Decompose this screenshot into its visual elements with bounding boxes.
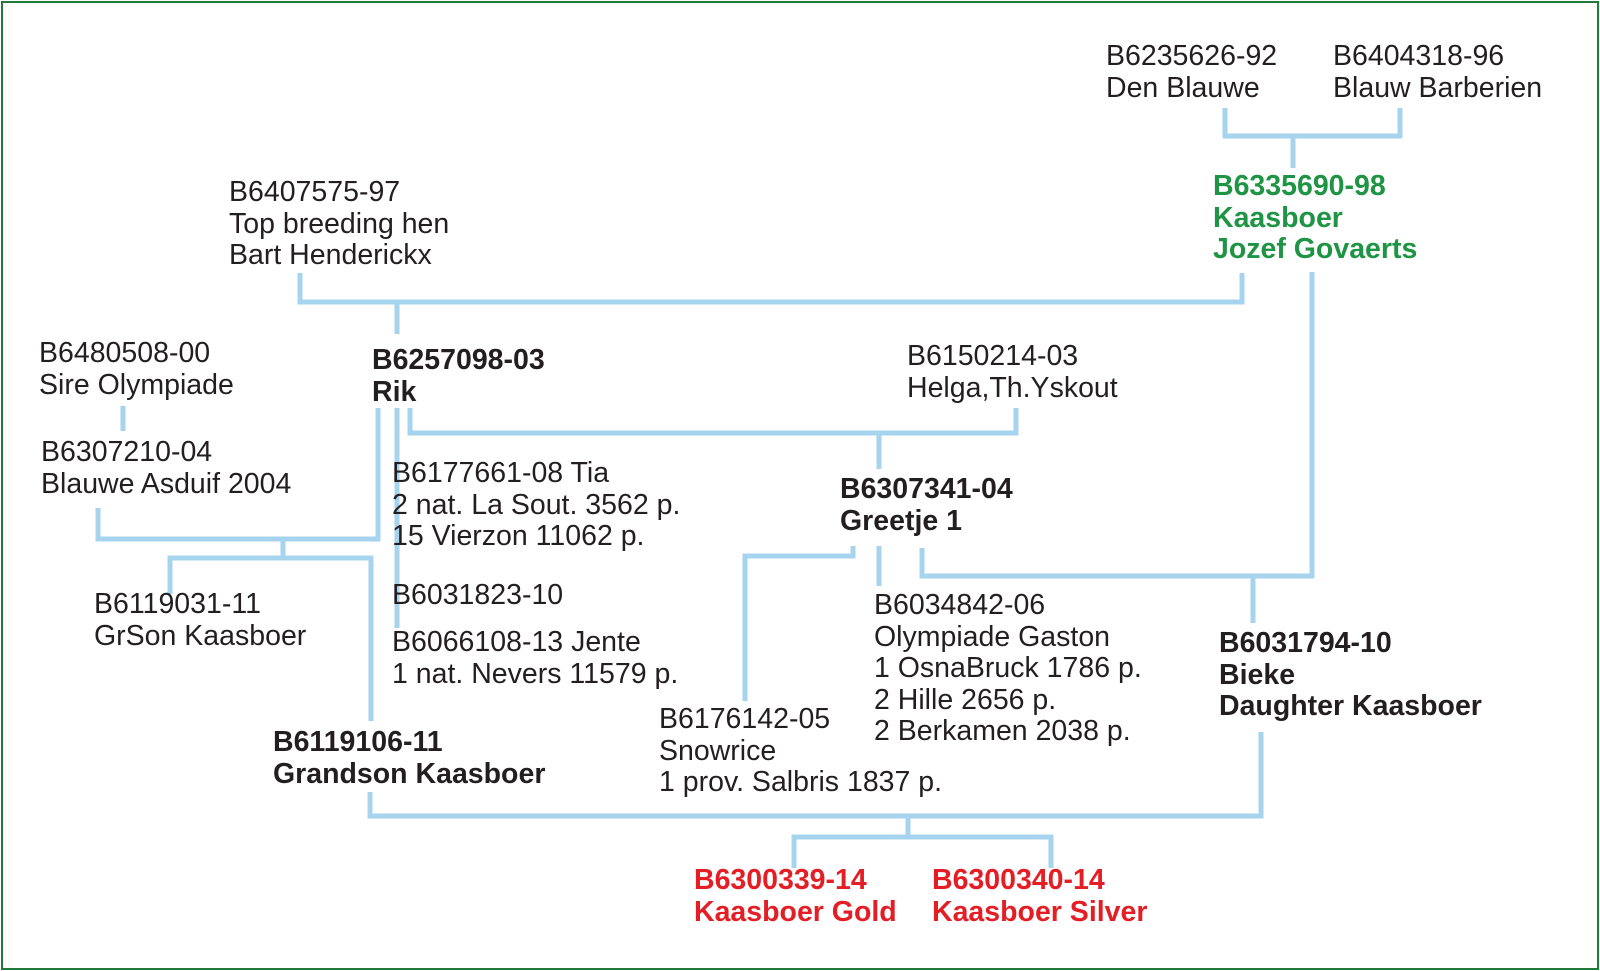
node-kaasboer-silver: B6300340-14 Kaasboer Silver: [932, 864, 1148, 928]
connector-grandsons-bar: [167, 555, 374, 721]
node-den-blauwe: B6235626-92 Den Blauwe: [1106, 40, 1278, 104]
connector-greetje-snowrice: [742, 546, 856, 701]
node-greetje: B6307341-04 Greetje 1: [840, 473, 1013, 537]
node-blauwe-asduif: B6307210-04 Blauwe Asduif 2004: [41, 436, 292, 500]
node-top-breeding-hen: B6407575-97 Top breeding hen Bart Hender…: [229, 176, 450, 271]
node-snowrice: B6176142-05 Snowrice 1 prov. Salbris 183…: [659, 703, 943, 798]
connector-asduif-rik: [95, 408, 381, 542]
connector-den-blauwe-barberien: [1222, 108, 1403, 139]
node-bieke: B6031794-10 Bieke Daughter Kaasboer: [1219, 627, 1482, 722]
node-jente: B6066108-13 Jente 1 nat. Nevers 11579 p.: [392, 626, 679, 690]
node-tia: B6177661-08 Tia 2 nat. La Sout. 3562 p. …: [392, 457, 681, 552]
connector-offspring-bar: [791, 834, 1054, 868]
node-olympiade-gaston: B6034842-06 Olympiade Gaston 1 OsnaBruck…: [874, 589, 1142, 747]
node-kaasboer-gold: B6300339-14 Kaasboer Gold: [694, 864, 897, 928]
node-sire-olympiade: B6480508-00 Sire Olympiade: [39, 337, 234, 401]
node-grandson-kaasboer: B6119106-11 Grandson Kaasboer: [273, 726, 546, 790]
node-helga: B6150214-03 Helga,Th.Yskout: [907, 340, 1118, 404]
connector-hen-kaasboer: [297, 273, 1245, 305]
node-rik: B6257098-03 Rik: [372, 344, 545, 408]
node-b6031823: B6031823-10: [392, 579, 564, 611]
connector-kaasboer-bieke: [919, 272, 1315, 579]
node-kaasboer: B6335690-98 Kaasboer Jozef Govaerts: [1213, 170, 1418, 265]
node-blauw-barberien: B6404318-96 Blauw Barberien: [1333, 40, 1543, 104]
node-grson-kaasboer: B6119031-11 GrSon Kaasboer: [94, 588, 307, 652]
connector-rik-helga: [407, 408, 1019, 436]
connector-grandson-bieke: [367, 732, 1264, 819]
